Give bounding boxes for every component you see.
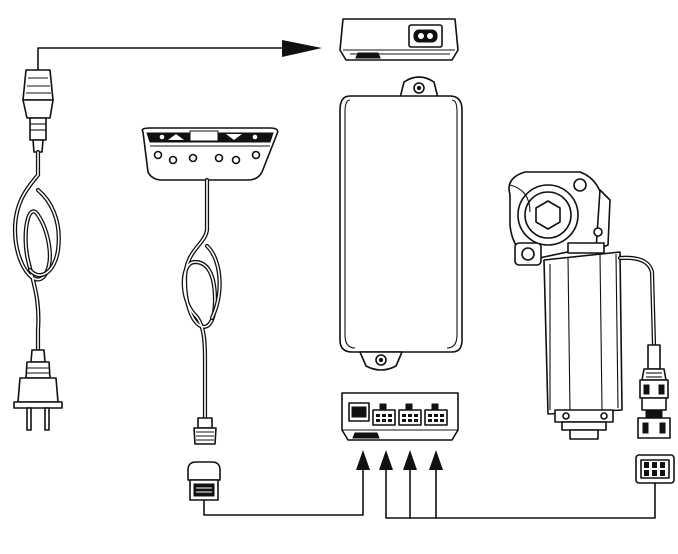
connection-motor-to-panel bbox=[379, 450, 656, 519]
arrow-up-icon bbox=[403, 450, 417, 470]
connection-power-cord-to-adapter bbox=[37, 40, 322, 81]
arrow-up-icon bbox=[356, 450, 370, 470]
rj-plug-icon bbox=[187, 461, 221, 501]
button-icon bbox=[251, 150, 261, 160]
motor-icon bbox=[508, 171, 671, 440]
arrow-up-icon bbox=[379, 450, 393, 470]
hand-controller-icon bbox=[141, 127, 279, 445]
arrow-up-icon bbox=[429, 450, 443, 470]
power-cord-icon bbox=[12, 69, 63, 431]
connector-panel-icon bbox=[341, 392, 459, 441]
button-icon bbox=[168, 155, 178, 165]
power-adapter-icon bbox=[339, 18, 459, 61]
control-box-icon bbox=[339, 76, 463, 371]
button-icon bbox=[188, 153, 198, 163]
arrow-right-icon bbox=[282, 40, 322, 57]
button-icon bbox=[153, 150, 163, 160]
motor-plug-icon bbox=[635, 454, 675, 484]
connection-rj-to-panel bbox=[203, 450, 370, 516]
button-icon bbox=[231, 155, 241, 165]
button-icon bbox=[214, 153, 224, 163]
